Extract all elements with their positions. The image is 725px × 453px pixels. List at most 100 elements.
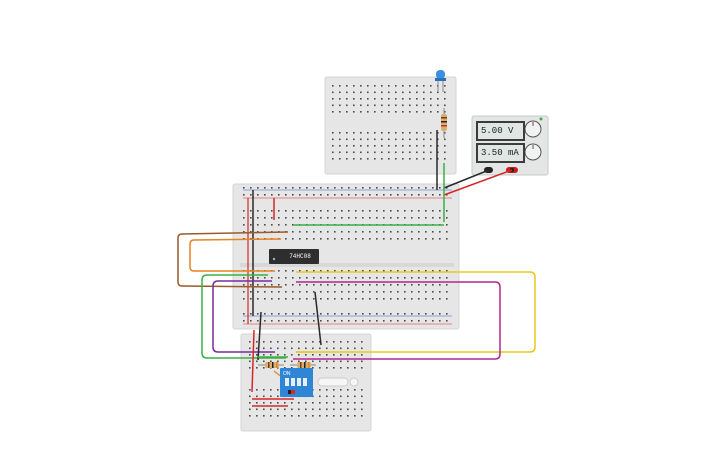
breadboard-hole[interactable] bbox=[432, 217, 434, 219]
breadboard-hole[interactable] bbox=[374, 132, 376, 134]
breadboard-hole[interactable] bbox=[257, 224, 259, 226]
breadboard-hole[interactable] bbox=[439, 291, 441, 293]
breadboard-hole[interactable] bbox=[437, 138, 439, 141]
rail-hole[interactable] bbox=[243, 187, 245, 189]
breadboard-hole[interactable] bbox=[376, 210, 378, 212]
breadboard-hole[interactable] bbox=[416, 145, 418, 147]
breadboard-hole[interactable] bbox=[416, 104, 418, 107]
breadboard-hole[interactable] bbox=[319, 360, 321, 363]
breadboard-hole[interactable] bbox=[249, 367, 251, 369]
breadboard-hole[interactable] bbox=[326, 360, 328, 363]
breadboard-hole[interactable] bbox=[250, 231, 252, 233]
rail-hole[interactable] bbox=[425, 320, 427, 322]
breadboard-hole[interactable] bbox=[348, 270, 350, 272]
breadboard-hole[interactable] bbox=[425, 291, 427, 293]
breadboard-hole[interactable] bbox=[423, 138, 425, 141]
breadboard-hole[interactable] bbox=[298, 347, 300, 350]
breadboard-hole[interactable] bbox=[347, 354, 349, 356]
breadboard-hole[interactable] bbox=[423, 85, 425, 87]
breadboard-hole[interactable] bbox=[395, 104, 397, 107]
breadboard-hole[interactable] bbox=[369, 270, 371, 272]
bottom-resistor-left[interactable] bbox=[258, 362, 284, 368]
breadboard-hole[interactable] bbox=[416, 85, 418, 87]
breadboard-hole[interactable] bbox=[284, 408, 286, 411]
breadboard-hole[interactable] bbox=[348, 210, 350, 212]
rail-hole[interactable] bbox=[264, 320, 266, 322]
breadboard-hole[interactable] bbox=[381, 98, 383, 100]
breadboard-hole[interactable] bbox=[312, 347, 314, 350]
breadboard-hole[interactable] bbox=[348, 238, 350, 240]
breadboard-hole[interactable] bbox=[346, 145, 348, 147]
breadboard-hole[interactable] bbox=[312, 408, 314, 411]
rail-hole[interactable] bbox=[348, 194, 350, 196]
voltage-knob[interactable] bbox=[524, 120, 542, 138]
breadboard-hole[interactable] bbox=[369, 231, 371, 233]
breadboard-hole[interactable] bbox=[376, 217, 378, 219]
breadboard-hole[interactable] bbox=[298, 360, 300, 363]
breadboard-hole[interactable] bbox=[270, 408, 272, 411]
dip-switch-toggle-1[interactable] bbox=[285, 378, 289, 386]
breadboard-hole[interactable] bbox=[243, 231, 245, 233]
breadboard-hole[interactable] bbox=[334, 277, 336, 279]
breadboard-hole[interactable] bbox=[374, 158, 376, 160]
breadboard-hole[interactable] bbox=[284, 360, 286, 363]
breadboard-hole[interactable] bbox=[320, 298, 322, 300]
rail-hole[interactable] bbox=[369, 313, 371, 315]
breadboard-hole[interactable] bbox=[299, 217, 301, 219]
breadboard-hole[interactable] bbox=[263, 415, 265, 417]
breadboard-hole[interactable] bbox=[339, 151, 341, 154]
breadboard-hole[interactable] bbox=[339, 138, 341, 141]
breadboard-hole[interactable] bbox=[327, 277, 329, 279]
breadboard-hole[interactable] bbox=[390, 270, 392, 272]
breadboard-hole[interactable] bbox=[404, 210, 406, 212]
breadboard-hole[interactable] bbox=[305, 341, 307, 343]
breadboard-hole[interactable] bbox=[332, 132, 334, 134]
bottom-resistor-right[interactable] bbox=[290, 362, 316, 368]
breadboard-hole[interactable] bbox=[446, 277, 448, 279]
breadboard-hole[interactable] bbox=[362, 210, 364, 212]
breadboard-hole[interactable] bbox=[339, 145, 341, 147]
breadboard-hole[interactable] bbox=[277, 389, 279, 391]
breadboard-hole[interactable] bbox=[423, 145, 425, 147]
rail-hole[interactable] bbox=[327, 187, 329, 189]
breadboard-hole[interactable] bbox=[291, 367, 293, 369]
breadboard-hole[interactable] bbox=[411, 298, 413, 300]
breadboard-hole[interactable] bbox=[423, 111, 425, 113]
breadboard-hole[interactable] bbox=[381, 111, 383, 113]
breadboard-hole[interactable] bbox=[249, 347, 251, 350]
breadboard-hole[interactable] bbox=[250, 291, 252, 293]
breadboard-hole[interactable] bbox=[353, 151, 355, 154]
breadboard-hole[interactable] bbox=[256, 341, 258, 343]
breadboard-hole[interactable] bbox=[367, 138, 369, 141]
breadboard-hole[interactable] bbox=[404, 284, 406, 286]
rail-hole[interactable] bbox=[243, 194, 245, 196]
breadboard-hole[interactable] bbox=[341, 277, 343, 279]
rail-hole[interactable] bbox=[306, 194, 308, 196]
breadboard-hole[interactable] bbox=[291, 415, 293, 417]
rail-hole[interactable] bbox=[446, 320, 448, 322]
rail-hole[interactable] bbox=[397, 320, 399, 322]
breadboard-hole[interactable] bbox=[388, 104, 390, 107]
breadboard-hole[interactable] bbox=[284, 354, 286, 356]
breadboard-hole[interactable] bbox=[390, 284, 392, 286]
breadboard-hole[interactable] bbox=[369, 298, 371, 300]
breadboard-hole[interactable] bbox=[327, 298, 329, 300]
breadboard-hole[interactable] bbox=[257, 217, 259, 219]
breadboard-hole[interactable] bbox=[395, 132, 397, 134]
rail-hole[interactable] bbox=[439, 313, 441, 315]
breadboard-hole[interactable] bbox=[341, 238, 343, 240]
breadboard-hole[interactable] bbox=[444, 104, 446, 107]
breadboard-hole[interactable] bbox=[439, 270, 441, 272]
breadboard-hole[interactable] bbox=[404, 291, 406, 293]
breadboard-hole[interactable] bbox=[249, 389, 251, 391]
breadboard-hole[interactable] bbox=[361, 354, 363, 356]
breadboard-hole[interactable] bbox=[271, 224, 273, 226]
breadboard-hole[interactable] bbox=[381, 85, 383, 87]
rail-hole[interactable] bbox=[292, 194, 294, 196]
breadboard-hole[interactable] bbox=[305, 360, 307, 363]
rail-hole[interactable] bbox=[299, 194, 301, 196]
breadboard-hole[interactable] bbox=[355, 298, 357, 300]
breadboard-hole[interactable] bbox=[339, 104, 341, 107]
breadboard-hole[interactable] bbox=[395, 98, 397, 100]
breadboard-hole[interactable] bbox=[361, 402, 363, 404]
